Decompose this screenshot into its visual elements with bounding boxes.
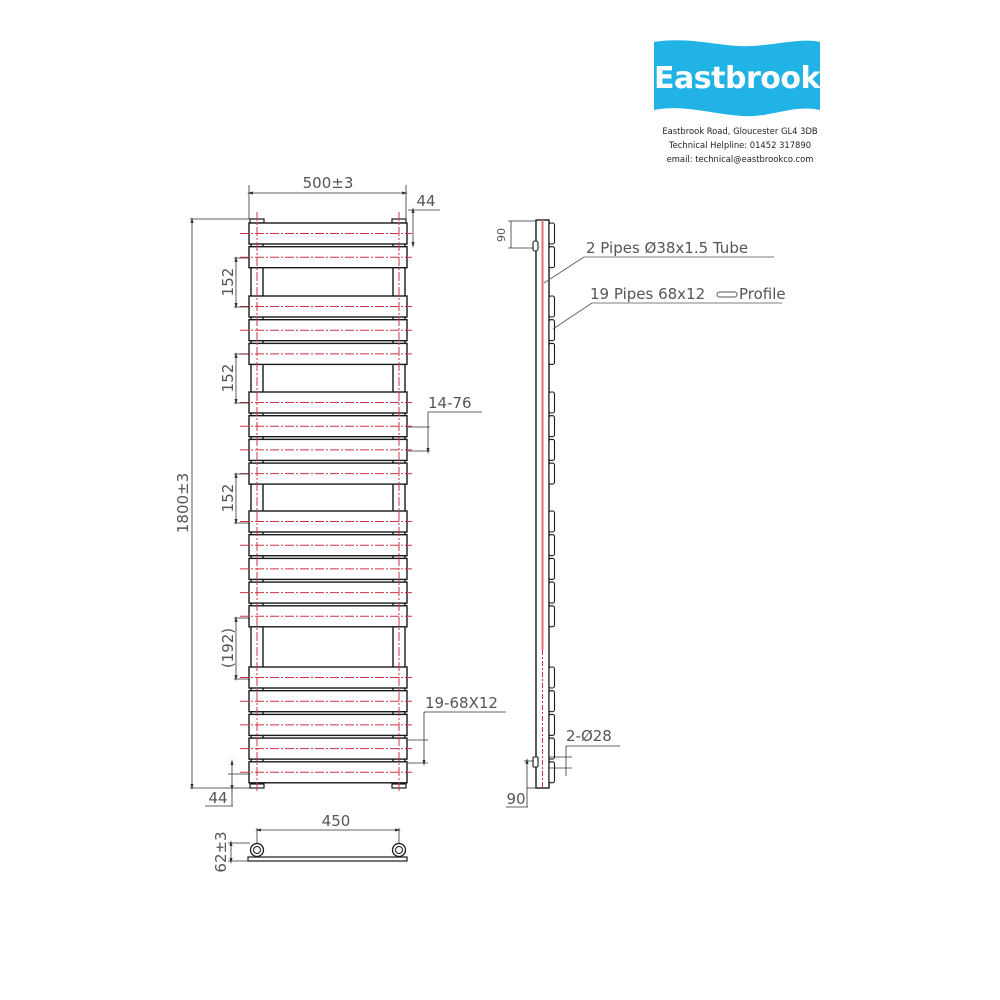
bottom-offset-label: 44 [208,789,227,807]
profile-tab [548,557,556,580]
side-view: 90 2 Pipes Ø38x1.5 Tube 19 Pipes 68x12 P… [495,219,786,808]
profile-tab [548,713,556,736]
profile-tab [548,295,556,318]
vertical-centerlines [256,212,400,792]
wave-banner-icon [654,40,820,117]
height-dimension [190,217,250,790]
side-bottom-offset-label: 90 [506,790,525,808]
gap-label-4: (192) [219,628,237,668]
right-pipe-section [391,842,407,858]
wall-plate [247,856,408,862]
depth-dimension [228,840,250,864]
contact-block: Eastbrook Road, Gloucester GL4 3DB Techn… [640,124,840,166]
horizontal-bars [240,222,412,784]
profile-tab [548,462,556,485]
email-text: email: technical@eastbrookco.com [666,154,814,164]
left-pipe-section [249,842,265,858]
profile-tab [548,246,556,269]
side-top-offset-label: 90 [495,228,508,242]
side-bottom-offset-dimension [506,758,536,808]
profile-tab [548,222,556,245]
width-dimension [247,185,408,219]
profile-shape-icon [716,291,738,298]
bars-label: 19-68X12 [425,694,498,712]
pitch-label: 14-76 [428,394,472,412]
bottom-offset-dimension [205,759,250,807]
eastbrook-logo: Eastbrook [652,38,822,118]
width-label: 500±3 [303,174,354,192]
pitch-dimension [408,411,482,454]
profile-tab [548,666,556,689]
profile-tab [548,534,556,557]
depth-label: 62±3 [212,831,230,872]
side-top-offset-dimension [508,220,536,249]
gap-label-2: 152 [219,364,237,393]
profile-tabs [548,222,556,784]
front-view: 500±3 44 1800±3 152 152 152 (192) [174,174,506,807]
inlet-label: 2-Ø28 [566,727,612,745]
profile-tab [548,415,556,438]
height-label: 1800±3 [174,473,192,533]
address-text: Eastbrook Road, Gloucester GL4 3DB [662,126,818,136]
centers-dimension [255,828,401,843]
gap-dimensions [234,256,250,681]
profile-tab [548,581,556,604]
profile-tab [548,342,556,365]
callout-leaders [543,256,782,330]
gap-label-1: 152 [219,268,237,297]
gap-label-3: 152 [219,484,237,513]
top-offset-label: 44 [416,192,435,210]
tube-callout: 2 Pipes Ø38x1.5 Tube [586,239,748,257]
profile-callout-suffix: Profile [739,285,786,303]
profile-tab [548,761,556,784]
profile-tab [548,510,556,533]
bottom-inlet [532,756,539,768]
helpline-text: Technical Helpline: 01452 317890 [668,140,812,150]
top-offset-dimension [408,207,440,248]
profile-tab [548,605,556,628]
profile-tab [548,737,556,760]
top-inlet [532,240,539,252]
bars-dimension [408,711,506,766]
brand-name: Eastbrook [654,60,820,96]
plan-view: 450 62±3 [212,812,408,873]
centers-label: 450 [322,812,351,830]
profile-callout-prefix: 19 Pipes 68x12 [590,285,705,303]
inlet-dimension [549,745,620,776]
profile-tab [548,690,556,713]
profile-tab [548,319,556,342]
profile-tab [548,438,556,461]
profile-tab [548,391,556,414]
